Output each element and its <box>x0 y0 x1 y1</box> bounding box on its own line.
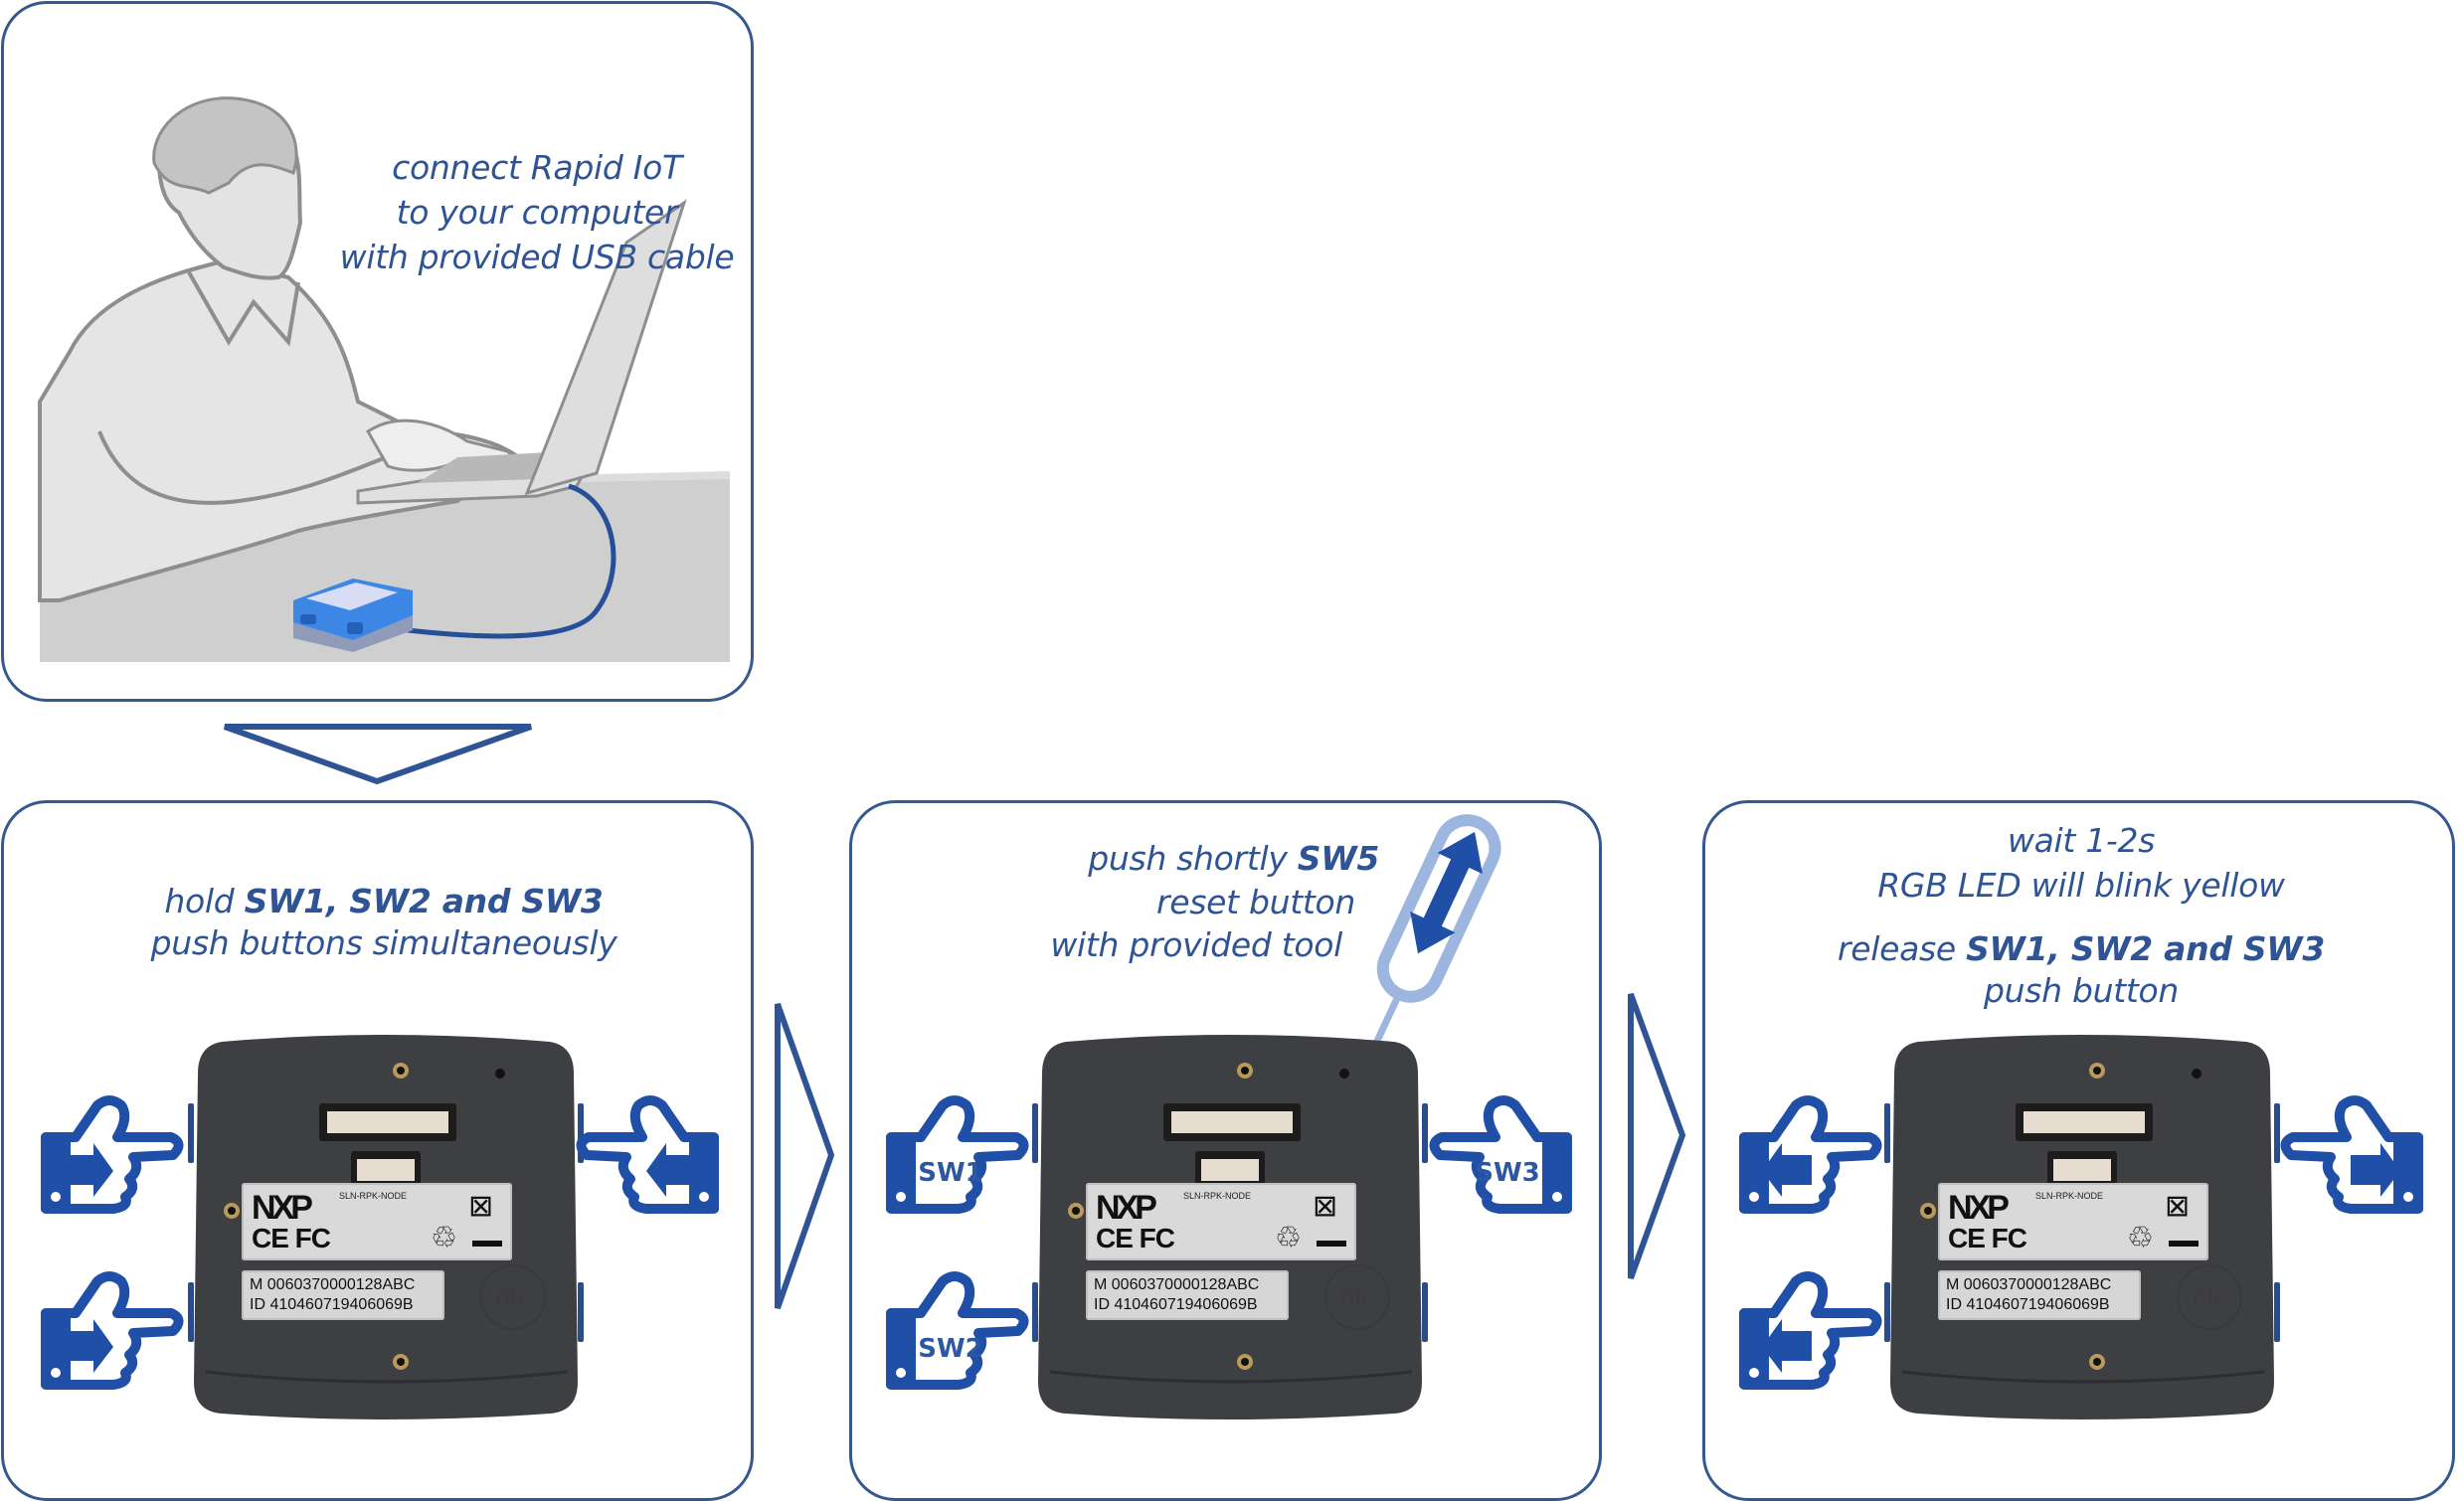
rapid-iot-device <box>293 579 413 652</box>
weee-bar <box>1317 1241 1346 1247</box>
serial-id: ID 410460719406069B <box>1094 1296 1258 1313</box>
push-arrow-icon <box>64 1319 113 1373</box>
usb-cable <box>407 483 616 639</box>
reset-caption-sw5: SW5 <box>1297 839 1380 878</box>
laptop-screen <box>524 199 687 496</box>
side-button <box>1032 1103 1038 1163</box>
pointing-hand-icon: SW2 <box>886 1271 1029 1390</box>
triangle-right-icon <box>775 1002 835 1309</box>
hold-caption-prefix: hold <box>164 882 245 920</box>
model-number: SLN-RPK-NODE <box>1183 1191 1252 1201</box>
side-button <box>2274 1103 2280 1163</box>
recycle-icon: ♲ <box>1275 1221 1302 1255</box>
ce-fcc-marks: CE FC <box>252 1223 331 1253</box>
release-arrow-icon <box>1762 1319 1812 1373</box>
release-caption-prefix: release <box>1837 929 1967 968</box>
person-with-laptop-illustration <box>38 96 730 662</box>
side-button <box>1422 1103 1428 1163</box>
device-back-view-step-3: NXP SLN-RPK-NODE CE FC ♲ ⊠ M 00603700001… <box>1032 1034 1428 1419</box>
laptop-keyboard <box>418 451 567 483</box>
side-button <box>578 1282 584 1342</box>
weee-bin-icon: ⊠ <box>2165 1189 2191 1224</box>
reset-caption-line-3: with provided tool <box>1050 925 1342 964</box>
release-caption-line-3: release SW1, SW2 and SW3 <box>1838 926 2325 971</box>
pointing-hand-icon <box>2280 1095 2423 1214</box>
hold-caption-line-2: push buttons simultaneously <box>150 923 617 962</box>
reset-caption-line-2: reset button <box>1155 883 1355 921</box>
device-label: NXP SLN-RPK-NODE CE FC ♲ ⊠ <box>242 1183 512 1260</box>
weee-bin-icon: ⊠ <box>468 1189 494 1224</box>
recycle-icon: ♲ <box>431 1221 457 1255</box>
serial-m: M 0060370000128ABC <box>1094 1276 1260 1293</box>
reset-caption-line-1: push shortly SW5 <box>1088 836 1379 881</box>
ce-fcc-marks: CE FC <box>1096 1223 1175 1253</box>
release-caption-line-2: RGB LED will blink yellow <box>1877 866 2285 905</box>
pointing-hand-icon <box>576 1095 719 1214</box>
side-button <box>188 1103 194 1163</box>
nxp-logo: NXP <box>1096 1189 1157 1227</box>
triangle-down-icon <box>223 724 533 785</box>
reset-hole <box>1339 1069 1349 1079</box>
nfc-logo: nfc <box>480 1264 546 1330</box>
side-button <box>1032 1282 1038 1342</box>
ce-fcc-marks: CE FC <box>1948 1223 2027 1253</box>
triangle-right-icon <box>1628 992 1686 1280</box>
person-arm <box>97 430 419 505</box>
connect-caption-line-3: with provided USB cable <box>339 238 735 276</box>
device-label: NXP SLN-RPK-NODE CE FC ♲ ⊠ <box>1086 1183 1356 1260</box>
nxp-logo: NXP <box>1948 1189 2010 1227</box>
serial-m: M 0060370000128ABC <box>1946 1276 2112 1293</box>
side-button <box>1884 1282 1890 1342</box>
recycle-icon: ♲ <box>2127 1221 2154 1255</box>
table-surface <box>40 471 730 662</box>
step-connect-panel: connect Rapid IoT to your computer with … <box>1 1 754 702</box>
side-button <box>2274 1282 2280 1342</box>
weee-bin-icon: ⊠ <box>1313 1189 1338 1224</box>
pointing-hand-icon: SW3 <box>1429 1095 1572 1214</box>
release-caption-line-4: push button <box>1983 971 2180 1010</box>
nfc-logo: nfc <box>1324 1264 1390 1330</box>
pointing-hand-icon <box>41 1095 184 1214</box>
weee-bar <box>472 1241 502 1247</box>
person-torso <box>38 259 521 602</box>
device-back-view-step-2: NXP SLN-RPK-NODE CE FC ♲ ⊠ M 00603700001… <box>188 1034 584 1419</box>
side-button <box>188 1282 194 1342</box>
weee-bar <box>2169 1241 2199 1247</box>
device-back-view-step-4: NXP SLN-RPK-NODE CE FC ♲ ⊠ M 00603700001… <box>1884 1034 2280 1419</box>
serial-id: ID 410460719406069B <box>250 1296 414 1313</box>
side-button <box>1422 1282 1428 1342</box>
pointing-hand-icon: SW1 <box>886 1095 1029 1214</box>
model-number: SLN-RPK-NODE <box>339 1191 408 1201</box>
push-arrow-icon <box>646 1143 696 1197</box>
hand-switch-label: SW1 <box>918 1158 983 1188</box>
release-arrow-icon <box>2351 1143 2400 1197</box>
serial-id: ID 410460719406069B <box>1946 1296 2110 1313</box>
hold-caption-buttons: SW1, SW2 and SW3 <box>244 882 604 920</box>
hold-caption-line-1: hold SW1, SW2 and SW3 <box>164 879 604 923</box>
serial-m: M 0060370000128ABC <box>250 1276 416 1293</box>
release-arrow-icon <box>1762 1143 1812 1197</box>
side-button <box>1884 1103 1890 1163</box>
pointing-hand-icon <box>41 1271 184 1390</box>
serial-label: M 0060370000128ABC ID 410460719406069B <box>1086 1270 1289 1320</box>
device-label: NXP SLN-RPK-NODE CE FC ♲ ⊠ <box>1938 1183 2208 1260</box>
serial-label: M 0060370000128ABC ID 410460719406069B <box>242 1270 444 1320</box>
reset-hole <box>2192 1069 2201 1079</box>
model-number: SLN-RPK-NODE <box>2035 1191 2104 1201</box>
connect-caption-line-2: to your computer <box>396 193 678 232</box>
reset-hole <box>495 1069 505 1079</box>
hand-switch-label: SW3 <box>1475 1158 1540 1188</box>
push-arrow-icon <box>64 1143 113 1197</box>
hand-switch-label: SW2 <box>918 1334 983 1364</box>
connect-caption-line-1: connect Rapid IoT <box>392 148 682 187</box>
release-caption-line-1: wait 1-2s <box>2007 821 2156 860</box>
reset-caption-prefix: push shortly <box>1088 839 1298 878</box>
release-caption-buttons: SW1, SW2 and SW3 <box>1966 929 2326 968</box>
serial-label: M 0060370000128ABC ID 410460719406069B <box>1938 1270 2141 1320</box>
nfc-logo: nfc <box>2177 1264 2242 1330</box>
pointing-hand-icon <box>1739 1271 1882 1390</box>
double-arrow-icon <box>1410 831 1483 954</box>
nxp-logo: NXP <box>252 1189 313 1227</box>
pointing-hand-icon <box>1739 1095 1882 1214</box>
